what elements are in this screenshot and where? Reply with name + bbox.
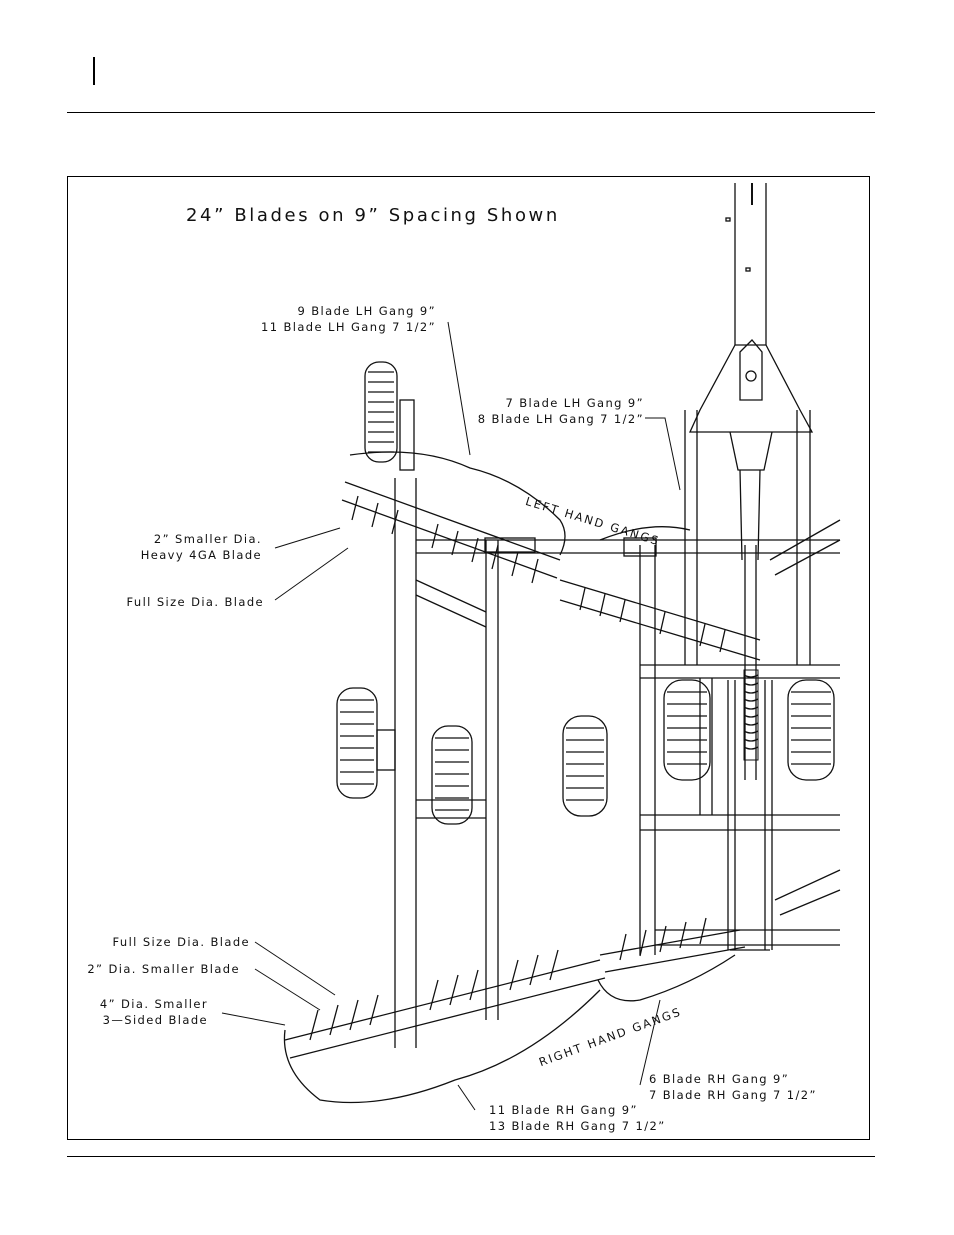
label-lh-outer-gang-7-5: 11 Blade LH Gang 7 1/2”	[260, 320, 436, 334]
header-rule	[67, 112, 875, 113]
label-smaller-heavy-blade: 2” Smaller Dia. Heavy 4GA Blade	[120, 531, 262, 563]
figure-frame	[67, 176, 870, 1140]
footer-rule	[67, 1156, 875, 1157]
label-full-size-blade-bottom: Full Size Dia. Blade	[112, 935, 250, 949]
label-rh-inner-gang-9: 6 Blade RH Gang 9”	[649, 1072, 790, 1086]
label-4in-smaller-blade: 4” Dia. Smaller 3—Sided Blade	[90, 996, 208, 1028]
label-rh-inner-gang-7-5: 7 Blade RH Gang 7 1/2”	[649, 1088, 817, 1102]
label-4in-smaller: 4” Dia. Smaller	[99, 997, 208, 1011]
label-lh-outer-gang: 9 Blade LH Gang 9” 11 Blade LH Gang 7 1/…	[256, 303, 436, 335]
label-heavy-4ga-blade: Heavy 4GA Blade	[140, 548, 262, 562]
header-tick	[93, 57, 95, 85]
label-lh-outer-gang-9: 9 Blade LH Gang 9”	[297, 304, 436, 318]
label-lh-inner-gang-9: 7 Blade LH Gang 9”	[505, 396, 644, 410]
center-drawbar	[743, 545, 759, 780]
label-rh-outer-gang-9: 11 Blade RH Gang 9”	[489, 1103, 638, 1117]
label-rh-inner-gang: 6 Blade RH Gang 9” 7 Blade RH Gang 7 1/2…	[649, 1071, 817, 1103]
lh-outer-gang	[341, 451, 566, 584]
rh-outer-gang	[283, 949, 606, 1104]
label-rh-outer-gang: 11 Blade RH Gang 9” 13 Blade RH Gang 7 1…	[489, 1102, 666, 1134]
label-rh-outer-gang-7-5: 13 Blade RH Gang 7 1/2”	[489, 1119, 666, 1133]
label-2in-smaller-blade: 2” Dia. Smaller Blade	[87, 962, 240, 976]
label-3-sided-blade: 3—Sided Blade	[102, 1013, 208, 1027]
label-full-size-blade-top: Full Size Dia. Blade	[126, 595, 264, 609]
label-smaller-dia: 2” Smaller Dia.	[153, 532, 262, 546]
wing-frame	[394, 478, 640, 1048]
transport-wheels	[336, 361, 835, 825]
diagram-title: 24” Blades on 9” Spacing Shown	[186, 205, 560, 226]
lh-inner-gang	[559, 519, 841, 661]
leader-lines	[221, 321, 681, 1111]
hitch-tongue	[688, 183, 814, 561]
main-frame	[623, 410, 840, 955]
label-lh-inner-gang-7-5: 8 Blade LH Gang 7 1/2”	[477, 412, 644, 426]
label-lh-inner-gang: 7 Blade LH Gang 9” 8 Blade LH Gang 7 1/2…	[458, 395, 644, 427]
rh-inner-gang	[597, 869, 841, 1002]
